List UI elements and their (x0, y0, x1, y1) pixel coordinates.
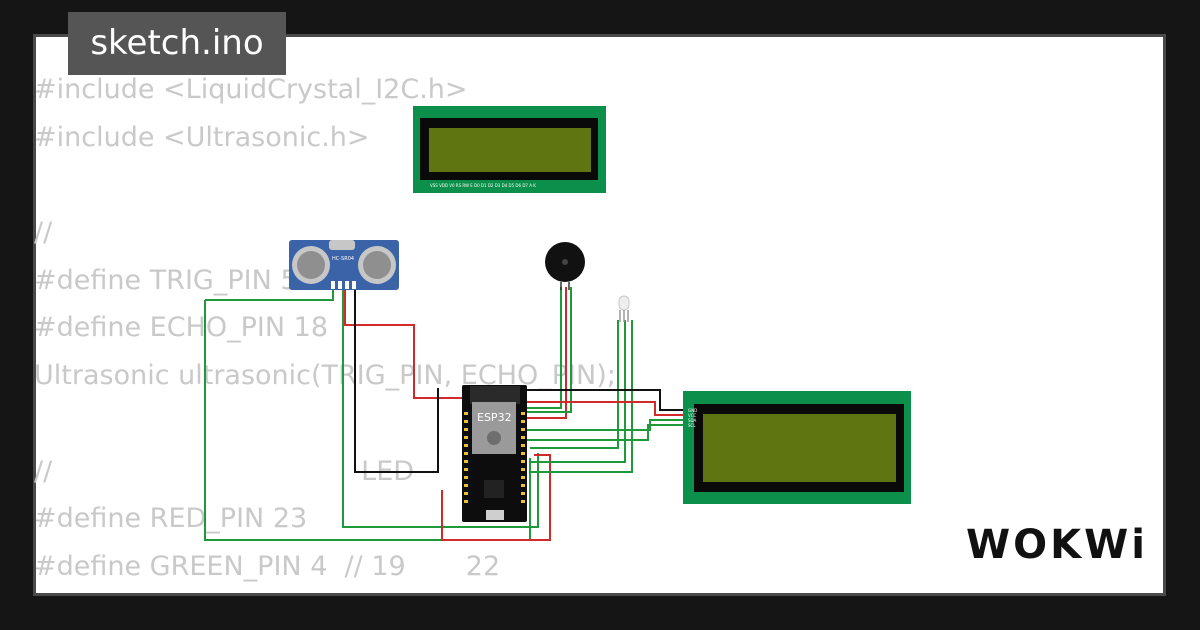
rgb-led[interactable] (618, 295, 630, 322)
buzzer[interactable] (545, 242, 585, 290)
lcd-display-top[interactable]: VSS VDD V0 RS RW E D0 D1 D2 D3 D4 D5 D6 … (413, 106, 606, 193)
code-line: Ultrasonic ultrasonic(TRIG_PIN, ECHO_PIN… (34, 360, 616, 392)
code-line: #define GREEN_PIN 4 // 19 22 (34, 550, 501, 582)
lcd-pin-labels: VSS VDD V0 RS RW E D0 D1 D2 D3 D4 D5 D6 … (430, 183, 536, 188)
code-line: #include <LiquidCrystal_I2C.h> (34, 74, 468, 105)
code-editor: #include <LiquidCrystal_I2C.h> #include <… (34, 66, 616, 591)
code-line: #define TRIG_PIN 5 (34, 264, 298, 296)
wire-red (344, 287, 464, 399)
wire-black (354, 287, 439, 473)
sensor-label: HC-SR04 (332, 256, 354, 262)
wire-green (527, 287, 562, 409)
wire-black (525, 389, 688, 411)
mcu-label: ESP32 (477, 411, 512, 424)
code-line: #define RED_PIN 23 (34, 503, 308, 535)
wire-red (527, 401, 688, 416)
file-tab[interactable]: sketch.ino (68, 12, 286, 75)
lcd-pin-gnd: GND (688, 408, 697, 413)
wire-green (205, 287, 334, 301)
wire-green (527, 287, 572, 413)
lcd-pin-scl: SCL (688, 423, 696, 428)
code-line: #define ECHO_PIN 18 (34, 312, 329, 344)
wire-green (342, 287, 539, 528)
wire-red (441, 454, 551, 541)
lcd-pin-vcc: VCC (688, 413, 697, 418)
wokwi-logo: WOKWi (966, 522, 1148, 568)
wire-green (527, 424, 688, 441)
ultrasonic-sensor[interactable]: HC-SR04 (289, 240, 399, 290)
lcd-display-right[interactable]: GND VCC SDA SCL (683, 391, 911, 504)
wire-green (204, 300, 531, 541)
wire-red (527, 287, 567, 419)
lcd-pin-sda: SDA (688, 418, 697, 423)
wire-green (530, 320, 626, 463)
wire-green (530, 320, 619, 449)
code-line: #include <Ultrasonic.h> (34, 121, 370, 153)
wire-green (530, 320, 633, 473)
esp32-board[interactable]: ESP32 (462, 385, 527, 522)
code-line: // (34, 217, 53, 249)
